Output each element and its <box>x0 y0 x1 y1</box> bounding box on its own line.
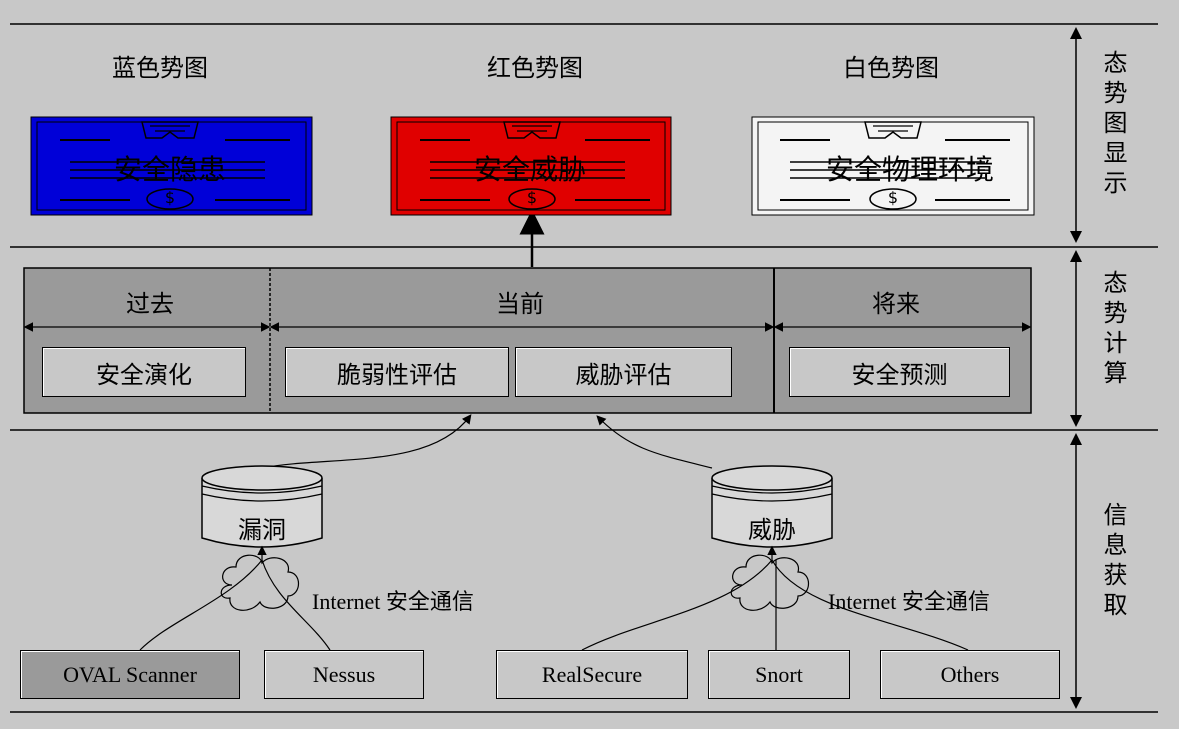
timeline-future: 将来 <box>872 290 920 318</box>
task-vulnerability: 脆弱性评估 <box>285 347 509 397</box>
timeline-past: 过去 <box>126 290 174 318</box>
red-seal-icon: $ <box>526 188 538 207</box>
blue-map-content: 安全隐患 <box>113 153 226 186</box>
task-threat: 威胁评估 <box>515 347 732 397</box>
threat-database <box>711 465 833 548</box>
timeline-present: 当前 <box>496 290 544 318</box>
vuln-database-label: 漏洞 <box>238 516 286 544</box>
tool-oval-scanner: OVAL Scanner <box>20 650 240 699</box>
white-map <box>751 116 1035 216</box>
network-right-label: Internet 安全通信 <box>828 589 990 614</box>
layer-compute-label: 态势计算 <box>1099 270 1127 390</box>
threat-database-label: 威胁 <box>748 516 796 544</box>
tool-nessus: Nessus <box>264 650 424 699</box>
white-seal-icon: $ <box>887 188 899 207</box>
red-map <box>390 116 672 216</box>
tool-realsecure: RealSecure <box>496 650 688 699</box>
task-evolution: 安全演化 <box>42 347 246 397</box>
layer-display-label: 态势图显示 <box>1099 50 1127 200</box>
task-prediction: 安全预测 <box>789 347 1010 397</box>
cloud-left-icon <box>220 554 300 611</box>
tool-snort: Snort <box>708 650 850 699</box>
white-map-content: 安全物理环境 <box>825 153 994 186</box>
blue-map-title: 蓝色势图 <box>112 54 208 82</box>
white-map-title: 白色势图 <box>843 54 939 82</box>
layer-acquire-label: 信息获取 <box>1099 502 1127 622</box>
network-left-label: Internet 安全通信 <box>312 589 474 614</box>
vuln-database <box>201 465 323 548</box>
blue-map <box>30 116 313 216</box>
red-map-content: 安全威胁 <box>473 153 586 186</box>
cloud-right-icon <box>730 554 810 611</box>
tool-others: Others <box>880 650 1060 699</box>
blue-seal-icon: $ <box>164 188 176 207</box>
red-map-title: 红色势图 <box>487 54 583 82</box>
